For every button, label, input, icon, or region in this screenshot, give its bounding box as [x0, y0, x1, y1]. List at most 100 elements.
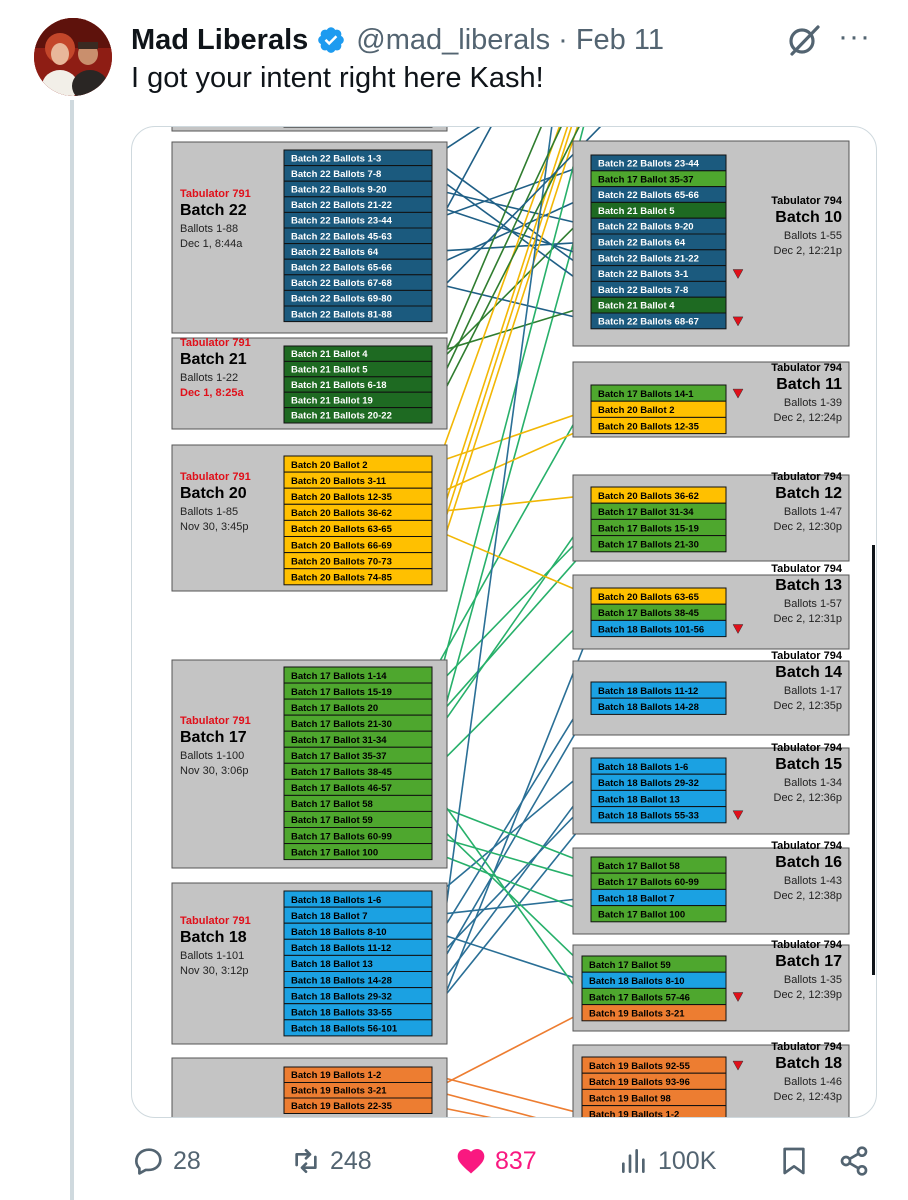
ballot-item [283, 568, 433, 586]
batch-time: Dec 1, 8:25a [180, 387, 244, 399]
ballot-item-label: Batch 22 Ballots 3-1 [598, 269, 689, 280]
reversed-order-marker [732, 624, 744, 635]
like-button[interactable]: 837 [455, 1136, 537, 1186]
handle[interactable]: @mad_liberals [356, 23, 551, 56]
flow-lines [431, 127, 602, 1117]
post-header: Mad Liberals @mad_liberals · Feb 11 [131, 20, 664, 60]
ballot-item-label: Batch 20 Ballots 3-11 [291, 476, 387, 487]
flow-line [431, 705, 592, 980]
ballot-item-label: Batch 20 Ballot 2 [291, 460, 368, 471]
avatar[interactable] [34, 18, 112, 96]
flow-line [431, 930, 583, 982]
batch-time: Dec 2, 12:38p [774, 890, 843, 902]
batch-title: Batch 12 [775, 485, 842, 502]
ballot-item-label: Batch 21 Ballots 6-18 [291, 380, 387, 391]
ballot-item-label: Batch 17 Ballot 100 [598, 910, 685, 921]
tabulator-label: Tabulator 794 [771, 471, 843, 483]
flow-line [431, 127, 562, 401]
share-icon [840, 1146, 868, 1176]
batch-time: Dec 2, 12:24p [774, 412, 843, 424]
batch-time: Dec 2, 12:30p [774, 521, 843, 533]
flow-line [431, 510, 592, 740]
ballot-range: Ballots 1-46 [784, 1076, 842, 1088]
tabulator-label: Tabulator 794 [771, 1041, 843, 1053]
flow-line [431, 241, 592, 253]
batch-title: Batch 18 [180, 929, 247, 946]
ballot-item-label: Batch 22 Ballots 9-20 [598, 222, 694, 233]
batch-time: Nov 30, 3:45p [180, 521, 249, 533]
ballot-item-label: Batch 18 Ballots 1-6 [291, 895, 381, 906]
reply-count: 28 [173, 1146, 201, 1175]
tabulator-label: Tabulator 791 [180, 471, 251, 483]
ballot-item-label: Batch 17 Ballot 31-34 [291, 735, 387, 746]
share-button[interactable] [838, 1136, 878, 1186]
verified-badge-icon [318, 27, 345, 53]
ballot-item-label: Batch 17 Ballots 46-57 [291, 783, 392, 794]
ballot-range: Ballots 1-100 [180, 750, 244, 762]
left-batch-panel [171, 141, 448, 334]
ballot-item-label: Batch 18 Ballots 8-10 [291, 927, 387, 938]
flow-line [431, 188, 592, 227]
flow-line [431, 424, 592, 497]
ballot-item-label: Batch 19 Ballots 1-2 [589, 1110, 679, 1118]
reversed-order-marker [732, 992, 744, 1003]
repost-button[interactable]: 248 [290, 1136, 372, 1186]
flow-line [431, 896, 592, 916]
reply-button[interactable]: 28 [133, 1136, 201, 1186]
post-date[interactable]: Feb 11 [575, 23, 664, 56]
ballot-item-label: Batch 17 Ballots 57-46 [589, 992, 690, 1003]
media-scroll-indicator[interactable] [872, 545, 875, 975]
batch-title: Batch 17 [775, 953, 842, 970]
ballot-item-label: Batch 22 Ballots 67-68 [291, 278, 392, 289]
ballot-item-label: Batch 18 Ballots 55-33 [598, 811, 699, 822]
views-button[interactable]: 100K [618, 1136, 716, 1186]
ballot-item-label: Batch 18 Ballot 13 [598, 794, 680, 805]
ballot-item [590, 697, 727, 715]
heart-icon [457, 1149, 485, 1174]
ballot-item-label: Batch 19 Ballots 22-35 [291, 1101, 393, 1112]
right-batch-panel [572, 660, 850, 736]
batch-title: Batch 15 [775, 756, 842, 773]
left-batch-panel [171, 882, 448, 1045]
ballot-item-label: Batch 17 Ballots 15-19 [598, 523, 699, 534]
ballot-item-label: Batch 17 Ballots 38-45 [598, 608, 700, 619]
flow-line [431, 834, 592, 883]
action-bar: 28 248 837 100K [0, 1136, 908, 1186]
ballot-item [283, 407, 433, 424]
ballot-item [581, 1004, 727, 1022]
right-batch-panel [572, 574, 850, 650]
flow-line [431, 127, 553, 1012]
flow-line [431, 127, 569, 545]
batch-title: Batch 14 [775, 664, 842, 681]
separator-dot: · [558, 23, 568, 56]
tabulator-label: Tabulator 791 [180, 715, 251, 727]
ballot-item-label: Batch 22 Ballots 68-67 [598, 317, 699, 328]
ballot-item-label: Batch 19 Ballot 98 [589, 1093, 671, 1104]
ballot-range: Ballots 1-57 [784, 598, 842, 610]
left-batch-panel [171, 1057, 448, 1117]
ballot-range: Ballots 1-43 [784, 875, 842, 887]
ballot-item-label: Batch 17 Ballots 60-99 [291, 831, 392, 842]
ballot-item-label: Batch 22 Ballots 65-66 [291, 263, 392, 274]
ballot-item-label: Batch 20 Ballots 63-65 [291, 524, 393, 535]
ballot-range: Ballots 1-35 [784, 974, 842, 986]
ballot-range: Ballots 1-34 [784, 777, 842, 789]
batch-time: Dec 2, 12:43p [774, 1091, 843, 1103]
grok-icon[interactable] [786, 22, 822, 58]
ballot-item-label: Batch 21 Ballot 19 [291, 395, 373, 406]
ballot-item-label: Batch 17 Ballot 58 [598, 861, 680, 872]
repost-count: 248 [330, 1146, 372, 1175]
batch-title: Batch 13 [775, 577, 842, 594]
ballot-item-label: Batch 17 Ballot 58 [291, 799, 373, 810]
tabulator-label: Tabulator 794 [771, 742, 843, 754]
reversed-order-marker [732, 810, 744, 821]
flow-line [431, 392, 592, 676]
display-name[interactable]: Mad Liberals [131, 23, 309, 56]
bookmark-button[interactable] [778, 1136, 818, 1186]
more-options-icon[interactable]: ··· [838, 20, 871, 53]
ballot-item-label: Batch 17 Ballot 100 [291, 847, 378, 858]
ballot-item-label: Batch 20 Ballots 74-85 [291, 573, 393, 584]
batch-title: Batch 21 [180, 351, 247, 368]
flow-line [431, 527, 592, 597]
